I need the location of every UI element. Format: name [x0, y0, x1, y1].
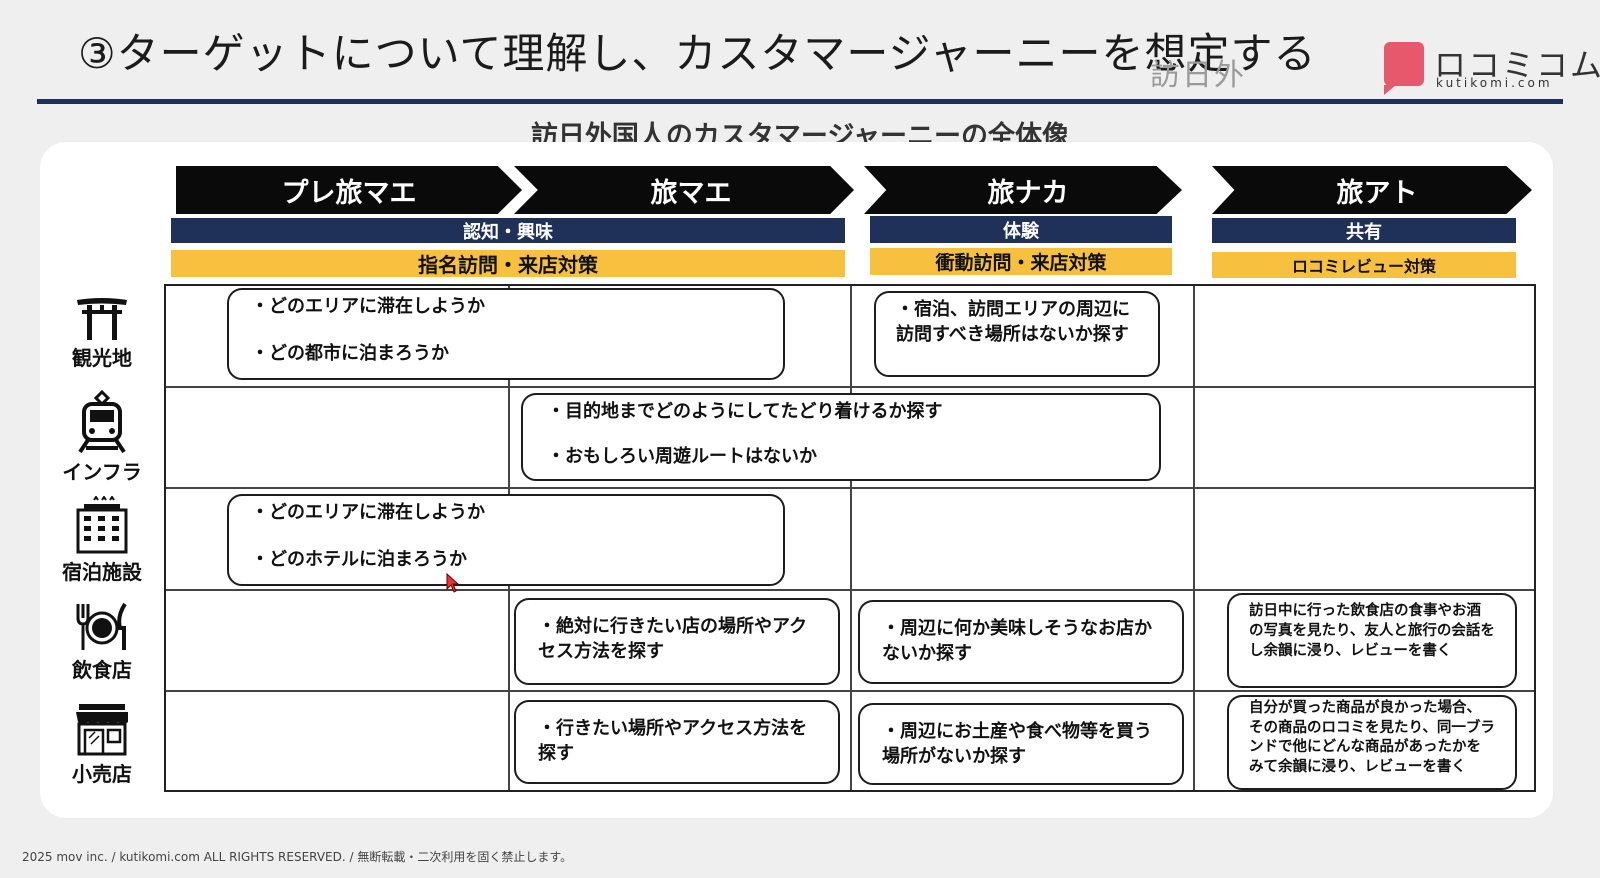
- torii-icon: [77, 298, 127, 340]
- row-label-text: インフラ: [62, 460, 142, 484]
- cell-line: ・どの都市に泊まろうか: [251, 343, 449, 364]
- cell-text: ・絶対に行きたい店の場所やアクセス方法を探す: [538, 616, 808, 662]
- grid-column-divider: [850, 286, 852, 790]
- row-label-infra: インフラ: [50, 390, 154, 485]
- copyright-footer: 2025 mov inc. / kutikomi.com ALL RIGHTS …: [22, 850, 573, 864]
- row-label-dining: 飲食店: [50, 602, 154, 683]
- speech-bubble-icon: [1384, 42, 1424, 95]
- measure-bar-review: ロコミレビュー対策: [1212, 252, 1516, 278]
- grid-row-divider: [166, 690, 1534, 692]
- phase-arrow-after: 旅アト: [1212, 166, 1532, 214]
- row-label-retail: 小売店: [50, 702, 154, 787]
- measure-bar-designated: 指名訪問・来店対策: [171, 250, 845, 277]
- logo-subtext: kutikomi.com: [1436, 76, 1553, 90]
- cell-text: ・周辺にお土産や食べ物等を買う場所がないか探す: [882, 721, 1152, 767]
- train-icon: [78, 390, 126, 454]
- cell-retail-after: 自分が買った商品が良かった場合、その商品のロコミを見たり、同一ブランドで他にどん…: [1227, 695, 1517, 790]
- cell-line: ・どのエリアに滞在しようか: [251, 296, 485, 317]
- logo-text: ロコミコム: [1434, 46, 1600, 84]
- cell-line: ・どのエリアに滞在しようか: [251, 502, 485, 523]
- cell-tourism-during: ・宿泊、訪問エリアの周辺に訪問すべき場所はないか探す: [874, 291, 1160, 377]
- grid-row-divider: [166, 487, 1534, 489]
- cell-hotel-pre: ・どのエリアに滞在しようか ・どのホテルに泊まろうか: [227, 494, 785, 586]
- grid-column-divider: [1193, 286, 1195, 790]
- cell-text: ・行きたい場所やアクセス方法を探す: [538, 718, 808, 764]
- page-title: ③ターゲットについて理解し、カスタマージャーニーを想定する: [78, 29, 1317, 78]
- shop-icon: [76, 704, 128, 756]
- phase-arrow-during: 旅ナカ: [864, 166, 1182, 214]
- grid-row-divider: [166, 589, 1534, 591]
- stage-bar-awareness: 認知・興味: [171, 218, 845, 243]
- journey-grid: [164, 284, 1536, 792]
- cell-text: 自分が買った商品が良かった場合、その商品のロコミを見たり、同一ブランドで他にどん…: [1249, 700, 1495, 775]
- row-label-tourism: 観光地: [50, 296, 154, 371]
- stage-bar-experience: 体験: [870, 216, 1172, 243]
- title-divider: [37, 99, 1563, 104]
- dining-icon: [76, 602, 127, 650]
- cell-retail-before: ・行きたい場所やアクセス方法を探す: [514, 700, 840, 784]
- row-label-text: 宿泊施設: [62, 560, 142, 584]
- cell-text: ・周辺に何か美味しそうなお店かないか探す: [882, 618, 1152, 664]
- hotel-icon: [76, 496, 128, 554]
- cell-line: ・おもしろい周遊ルートはないか: [547, 446, 817, 467]
- row-label-hotel: 宿泊施設: [50, 496, 154, 585]
- row-label-text: 観光地: [72, 346, 132, 370]
- grid-row-divider: [166, 386, 1534, 388]
- cell-line: ・目的地までどのようにしてたどり着けるか探す: [547, 401, 943, 422]
- phase-arrow-pre-before: プレ旅マエ: [176, 166, 522, 214]
- cell-text: 訪日中に行った飲食店の食事やお酒の写真を見たり、友人と旅行の会話をし余韻に浸り、…: [1249, 603, 1495, 659]
- cell-tourism-pre: ・どのエリアに滞在しようか ・どの都市に泊まろうか: [227, 288, 785, 380]
- stage-bar-share: 共有: [1212, 218, 1516, 243]
- brand-logo: ロコミコム kutikomi.com: [1384, 40, 1600, 95]
- measure-bar-impulse: 衝動訪問・来店対策: [870, 248, 1172, 275]
- cell-retail-during: ・周辺にお土産や食べ物等を買う場所がないか探す: [858, 703, 1184, 785]
- cell-line: ・どのホテルに泊まろうか: [251, 549, 467, 570]
- cell-text: ・宿泊、訪問エリアの周辺に訪問すべき場所はないか探す: [896, 299, 1130, 345]
- cell-dining-after: 訪日中に行った飲食店の食事やお酒の写真を見たり、友人と旅行の会話をし余韻に浸り、…: [1227, 593, 1517, 688]
- cell-infra: ・目的地までどのようにしてたどり着けるか探す ・おもしろい周遊ルートはないか: [521, 393, 1161, 481]
- row-label-text: 飲食店: [72, 658, 132, 682]
- row-label-text: 小売店: [72, 762, 132, 786]
- phase-arrow-before: 旅マエ: [514, 166, 854, 214]
- cell-dining-before: ・絶対に行きたい店の場所やアクセス方法を探す: [514, 598, 840, 685]
- mouse-cursor-icon: [446, 573, 460, 593]
- overlapping-ghost-text: 訪日外: [1150, 58, 1246, 93]
- cell-dining-during: ・周辺に何か美味しそうなお店かないか探す: [858, 600, 1184, 684]
